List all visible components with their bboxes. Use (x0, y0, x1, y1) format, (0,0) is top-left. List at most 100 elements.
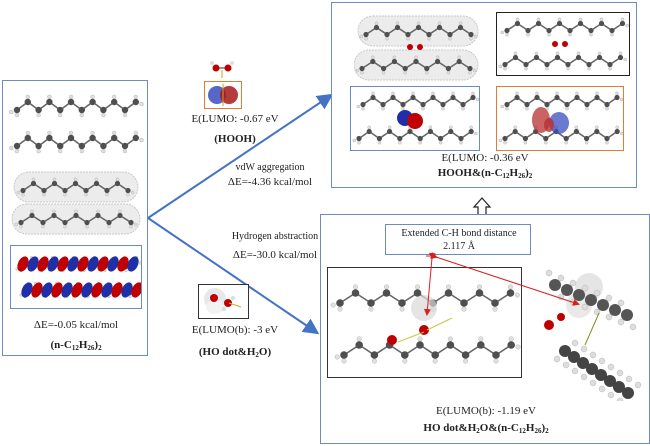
hooh-dimer-complex-panel: E(LUMO: -0.36 eV HOOH&(n-C12H26)2 (331, 2, 637, 188)
hydrogen-atom (392, 55, 397, 60)
hydrogen-atom (359, 34, 364, 39)
homo-lobe-red (407, 113, 423, 129)
hydrogen-atom (352, 138, 357, 143)
carbon-atom (121, 106, 129, 114)
hooh-molecule (210, 61, 234, 78)
hydrogen-atom (557, 17, 562, 22)
hydrogen-atom (399, 306, 405, 312)
carbon-atom (67, 134, 75, 142)
carbon-atom (132, 98, 139, 106)
hydrogen-atom (356, 104, 361, 109)
carbon-atom (604, 375, 616, 387)
carbon-atom (13, 106, 21, 114)
hydrogen-atom (73, 177, 78, 182)
carbon-atom (504, 27, 510, 34)
orbital-lobe (131, 282, 143, 298)
carbon-atom (554, 94, 560, 101)
carbon-atom (604, 101, 610, 108)
carbon-atom (391, 58, 397, 65)
carbon-atom (504, 101, 510, 108)
homo-orbital-box (10, 245, 146, 309)
carbon-atom (125, 187, 131, 194)
hydrogen-atom (115, 177, 120, 182)
carbon-atom (619, 20, 626, 27)
hydrogen-atom (94, 177, 99, 182)
carbon-atom (359, 65, 365, 72)
dodecane-chain-1 (9, 94, 144, 118)
hydrogen-atom (105, 192, 109, 197)
hydrogen-atom (623, 57, 627, 62)
hydrogen-atom (133, 222, 138, 227)
carbon-atom (78, 106, 86, 114)
hydrogen-atom (9, 145, 14, 151)
hydrogen-atom (574, 125, 579, 130)
hydrogen-atom (515, 17, 520, 22)
hydrogen-atom (469, 125, 473, 130)
carbon-atom (588, 27, 594, 34)
orbital-lobe (107, 256, 119, 272)
oxygen-atom (407, 44, 413, 50)
carbon-atom (544, 101, 550, 108)
hydrogen-atom (620, 17, 625, 22)
hydrogen-atom (16, 190, 21, 195)
hydrogen-atom (598, 357, 606, 365)
hydrogen-bond (584, 312, 600, 346)
hydrogen-atom (618, 51, 623, 56)
hydrogen-atom (625, 375, 633, 383)
hydrogen-atom (414, 55, 418, 60)
hydrogen-atom (616, 397, 624, 401)
carbon-atom (104, 187, 110, 194)
hydrogen-atom (625, 23, 629, 28)
carbon-atom (514, 20, 521, 27)
hydrogen-atom (96, 209, 100, 214)
carbon-atom (40, 219, 46, 226)
ho-dot-water-molecule (204, 288, 242, 314)
carbon-atom (431, 351, 439, 359)
hooh-homo-orbital (352, 91, 480, 145)
hydrogen-atom (63, 192, 67, 197)
hydrogen-atom (500, 30, 505, 35)
hydrogen-atom (605, 294, 613, 302)
carbon-atom (456, 58, 462, 65)
carbon-atom (426, 31, 432, 38)
hydrogen-atom (595, 125, 599, 130)
hydrogen-atom (581, 303, 589, 311)
hydrogen-atom (14, 222, 19, 227)
hydrogen-atom (330, 302, 336, 308)
hydrogen-atom (589, 351, 597, 359)
carbon-atom (51, 180, 58, 187)
carbon-atom (546, 27, 552, 34)
vdw-surface-dimer (11, 171, 141, 235)
carbon-atom (568, 351, 580, 363)
carbon-atom (100, 106, 107, 114)
hydrogen-atom (580, 345, 588, 353)
carbon-atom (609, 27, 615, 34)
carbon-atom (106, 219, 112, 226)
carbon-atom (20, 187, 26, 194)
carbon-atom (400, 101, 406, 108)
hooh-lumo-box (204, 81, 242, 109)
carbon-atom (445, 65, 451, 72)
oxygen-atom (552, 41, 558, 47)
hooh-label: (HOOH) (214, 133, 256, 145)
carbon-atom (446, 341, 455, 349)
hydrogen-atom (118, 209, 122, 214)
hydrogen-atom (472, 68, 477, 73)
orbital-lobe (87, 256, 99, 272)
hydrogen-atom (31, 177, 36, 182)
hydrogen-atom (459, 140, 463, 145)
carbon-atom (525, 27, 531, 34)
carbon-atom (577, 357, 589, 369)
hydrogen-atom (42, 192, 46, 197)
hydrogen-atom (63, 224, 67, 229)
carbon-atom (614, 128, 620, 135)
carbon-atom (370, 351, 379, 359)
orbital-lobe (51, 282, 63, 298)
carbon-atom (84, 219, 90, 226)
carbon-atom (467, 65, 473, 72)
h-abstraction-label: Hydrogen abstraction (231, 231, 319, 242)
hydrogen-atom (553, 355, 561, 363)
hydrogen-atom (30, 209, 34, 214)
carbon-atom (596, 54, 603, 61)
hooh-lumo-energy: E(LUMO: -0.67 eV (191, 113, 279, 125)
